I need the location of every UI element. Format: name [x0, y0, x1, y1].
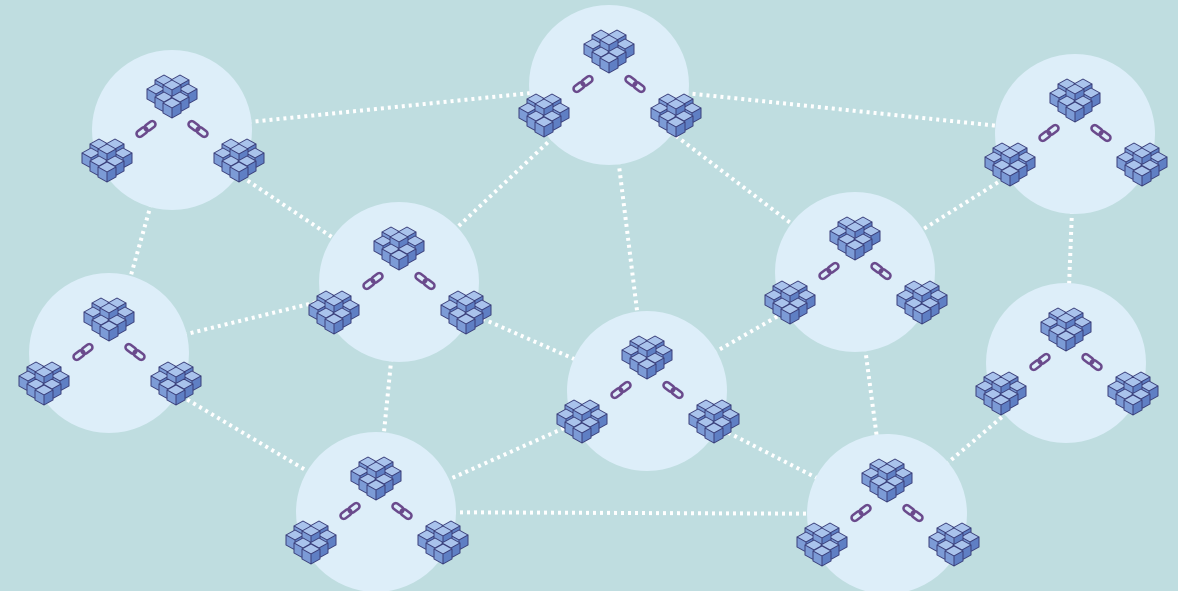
chain-link-icon — [1081, 352, 1103, 372]
node-circle — [319, 202, 479, 362]
chain-link-icon — [391, 501, 413, 521]
node-circle — [92, 50, 252, 210]
blockchain-node-icon — [19, 273, 201, 433]
chain-link-icon — [124, 342, 146, 362]
chain-link-icon — [339, 501, 361, 521]
chain-link-icon — [902, 503, 924, 523]
node-circle — [995, 54, 1155, 214]
blockchain-node-icon — [765, 192, 947, 352]
chain-link-icon — [624, 74, 646, 94]
chain-link-icon — [610, 380, 632, 400]
chain-link-icon — [135, 119, 157, 139]
connection-line — [646, 270, 856, 393]
chain-link-icon — [362, 271, 384, 291]
chain-link-icon — [850, 503, 872, 523]
chain-link-icon — [72, 342, 94, 362]
chain-link-icon — [1090, 123, 1112, 143]
chain-link-icon — [187, 119, 209, 139]
blockchain-node-icon — [82, 50, 264, 210]
node-circle — [775, 192, 935, 352]
blockchain-node-icon — [519, 5, 701, 165]
chain-link-icon — [1029, 352, 1051, 372]
node-circle — [986, 283, 1146, 443]
blockchain-node-icon — [985, 54, 1167, 214]
connection-line — [375, 510, 888, 516]
node-circle — [807, 434, 967, 591]
blockchain-node-icon — [557, 311, 739, 471]
chain-link-icon — [1038, 123, 1060, 143]
chain-link-icon — [572, 74, 594, 94]
node-circle — [567, 311, 727, 471]
blockchain-node-icon — [286, 432, 468, 591]
chain-link-icon — [818, 261, 840, 281]
chain-link-icon — [870, 261, 892, 281]
node-circle — [529, 5, 689, 165]
nodes-layer — [19, 5, 1167, 591]
chain-link-icon — [662, 380, 684, 400]
node-circle — [296, 432, 456, 591]
blockchain-node-icon — [309, 202, 491, 362]
chain-link-icon — [414, 271, 436, 291]
node-circle — [29, 273, 189, 433]
blockchain-node-icon — [797, 434, 979, 591]
blockchain-node-icon — [976, 283, 1158, 443]
